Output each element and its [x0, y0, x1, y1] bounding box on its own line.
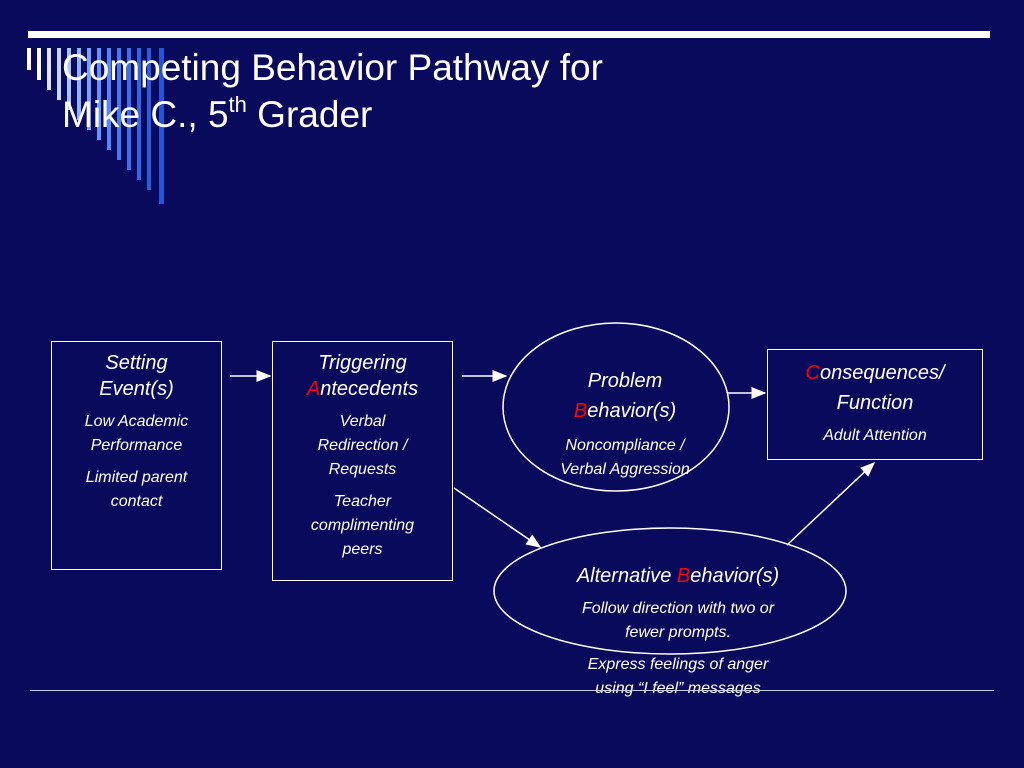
arrow-alternative-to-consequence — [786, 461, 876, 546]
alternative-behavior-heading: Alternative Behavior(s) — [576, 565, 780, 587]
arrow-trigger-to-alternative — [453, 487, 542, 548]
slide-title: Competing Behavior Pathway for Mike C., … — [62, 47, 603, 135]
decorative-bars — [27, 48, 164, 204]
problem-behavior-oval — [502, 322, 730, 492]
bottom-rule — [30, 690, 994, 691]
alternative-behavior-text: Alternative Behavior(s) Follow direction… — [520, 563, 836, 701]
consequences-box: Consequences/Function Adult Attention — [767, 349, 983, 460]
problem-behavior-item: Noncompliance /Verbal Aggression — [560, 437, 690, 478]
top-rule — [28, 31, 990, 38]
alternative-behavior-oval — [493, 527, 847, 655]
consequences-heading: Consequences/Function — [805, 362, 945, 414]
consequence-item: Adult Attention — [823, 427, 927, 444]
